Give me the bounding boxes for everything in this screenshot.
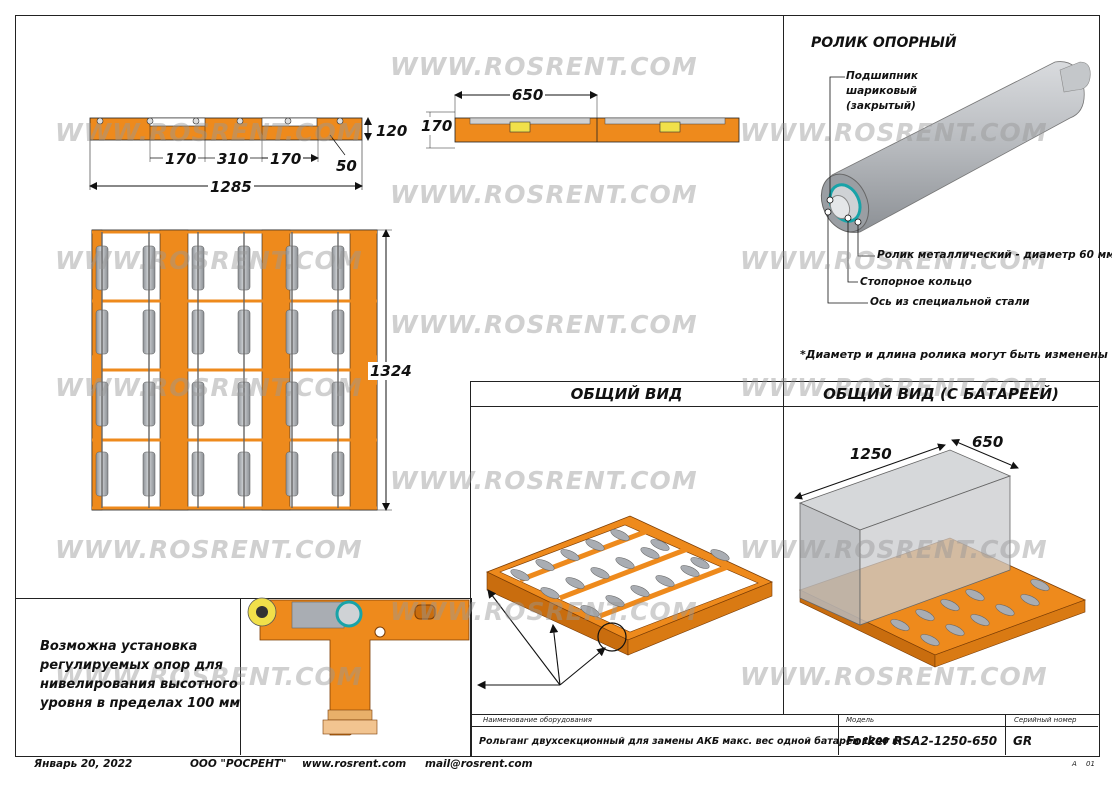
battery-view-title: ОБЩИЙ ВИД (С БАТАРЕЕЙ) [823,385,1059,403]
dim-170-side-right: 170 [268,150,304,168]
tb-serial-label: Серийный номер [1014,716,1077,724]
side-view-drawing [89,117,372,190]
support-divider [240,598,242,755]
tb-model-value: Forker RSA2-1250-650 [846,734,998,748]
tb-name-label: Наименование оборудования [483,716,592,724]
tb-name-value: Рольганг двухсекционный для замены АКБ м… [479,736,904,747]
tb-serial-value: GR [1013,734,1033,748]
title-block [470,714,1100,757]
dim-120-side: 120 [374,122,410,140]
front-view-drawing [426,91,740,149]
dim-170-front: 170 [419,117,455,135]
dim-650-front: 650 [510,86,546,104]
support-note-line: уровня в пределах 100 мм [40,696,241,711]
footer-company: ООО "РОСРЕНТ" [190,758,287,770]
footer-date: Январь 20, 2022 [34,758,133,770]
roller-section-title: РОЛИК ОПОРНЫЙ [811,35,957,51]
tb-hline [470,726,1098,727]
footer-site[interactable]: www.rosrent.com [302,758,407,770]
callout-bearing-3: (закрытый) [846,100,916,112]
support-note-line: регулируемых опор для [40,658,223,673]
callout-axle: Ось из специальной стали [870,296,1030,308]
support-detail-drawing [242,597,470,753]
dim-650-iso: 650 [972,433,1004,451]
views-box [470,381,1100,715]
battery-view-iso [794,439,1087,668]
tb-div1 [838,714,840,755]
support-note: Возможна установка регулируемых опор для… [40,637,240,713]
callout-bearing: Подшипник [846,70,918,82]
tb-model-label: Модель [846,716,875,724]
plan-view-drawing [91,229,392,511]
support-note-box [15,598,472,757]
roller-section-divider [783,15,785,381]
tb-div2 [1005,714,1007,755]
general-view-title: ОБЩИЙ ВИД [570,385,683,403]
sheet-b: 01 [1086,760,1095,768]
footer-mail[interactable]: mail@rosrent.com [425,758,533,770]
dim-50-side: 50 [334,157,359,175]
dim-310-side: 310 [215,150,251,168]
support-roller-drawing [820,61,1091,304]
callout-ring: Стопорное кольцо [860,276,972,288]
dim-1250-iso: 1250 [850,445,892,463]
sheet-a: A [1072,760,1077,768]
support-note-line: нивелирования высотного [40,677,238,692]
support-note-line: Возможна установка [40,639,198,654]
dim-1324-plan: 1324 [368,362,414,380]
dim-1285-side: 1285 [208,178,254,196]
views-divider [783,381,785,714]
dim-170-side-left: 170 [163,150,199,168]
general-view-iso [476,515,774,690]
callout-bearing-2: шариковый [846,85,917,97]
roller-note: *Диаметр и длина ролика могут быть измен… [800,348,1108,361]
callout-roller: Ролик металлический - диаметр 60 мм [877,249,1112,261]
